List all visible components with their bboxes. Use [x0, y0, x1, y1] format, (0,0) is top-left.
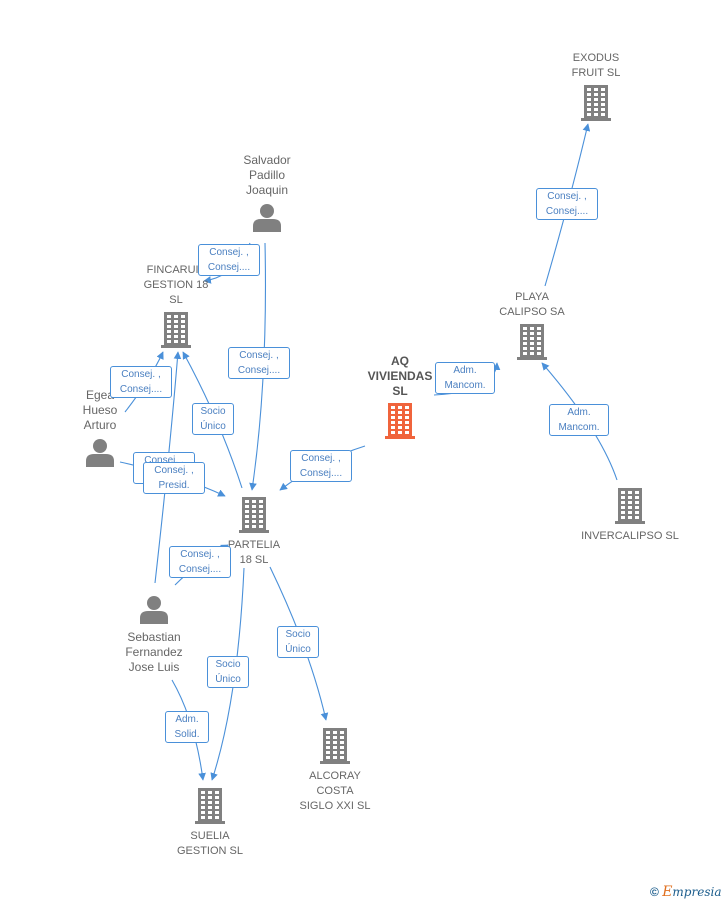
building-icon — [613, 488, 647, 524]
edge-label-invercalipso-to-playa[interactable]: Adm. Mancom. — [549, 404, 609, 436]
brand-name: mpresia — [672, 885, 722, 899]
node-label: EXODUS FRUIT SL — [571, 52, 621, 79]
edge-label-salvador-to-fincaruiz[interactable]: Consej. , Consej.... — [198, 244, 260, 276]
brand-logo: © Empresia — [650, 884, 721, 900]
node-partelia[interactable]: PARTELIA 18 SL — [184, 497, 324, 568]
copyright-symbol: © — [650, 885, 659, 899]
edge-label-sebastian-to-partelia[interactable]: Consej. , Consej.... — [169, 546, 231, 578]
building-icon — [579, 85, 613, 121]
building-icon — [159, 312, 193, 348]
node-salvador[interactable]: Salvador Padillo Joaquin — [197, 153, 337, 238]
node-label: Sebastian Fernandez Jose Luis — [125, 630, 183, 674]
node-suelia[interactable]: SUELIA GESTION SL — [140, 788, 280, 859]
edge-label-aq-to-partelia[interactable]: Consej. , Consej.... — [290, 450, 352, 482]
edge-label-egea-to-fincaruiz[interactable]: Consej. , Consej.... — [110, 366, 172, 398]
edge-label-sebastian-to-suelia[interactable]: Adm. Solid. — [165, 711, 209, 743]
building-icon — [515, 324, 549, 360]
building-icon — [318, 728, 352, 764]
edge-label-aq-to-playa[interactable]: Adm. Mancom. — [435, 362, 495, 394]
node-aq[interactable]: AQ VIVIENDAS SL — [330, 354, 470, 444]
node-sebastian[interactable]: Sebastian Fernandez Jose Luis — [84, 594, 224, 675]
person-icon — [83, 437, 117, 473]
building-icon — [383, 403, 417, 439]
node-label: INVERCALIPSO SL — [581, 530, 679, 542]
node-label: PARTELIA 18 SL — [227, 539, 281, 566]
edge-label-salvador-to-partelia[interactable]: Consej. , Consej.... — [228, 347, 290, 379]
node-label: AQ VIVIENDAS SL — [367, 354, 433, 398]
node-label: Egea Hueso Arturo — [82, 388, 118, 432]
edge-label-sebastian-to-fincaruiz[interactable]: Consej. , Presid. — [143, 462, 205, 494]
node-exodus[interactable]: EXODUS FRUIT SL — [526, 51, 666, 126]
node-label: FINCARUIZ GESTION 18 SL — [143, 264, 209, 306]
node-label: ALCORAY COSTA SIGLO XXI SL — [299, 770, 371, 812]
edge-label-playa-to-exodus[interactable]: Consej. , Consej.... — [536, 188, 598, 220]
node-playa[interactable]: PLAYA CALIPSO SA — [462, 290, 602, 365]
building-icon — [237, 497, 271, 533]
node-label: Salvador Padillo Joaquin — [243, 153, 291, 197]
brand-initial: E — [662, 884, 673, 900]
node-fincaruiz[interactable]: FINCARUIZ GESTION 18 SL — [106, 263, 246, 353]
edge-label-partelia-to-fincaruiz[interactable]: Socio Único — [192, 403, 234, 435]
node-invercalipso[interactable]: INVERCALIPSO SL — [560, 488, 700, 544]
person-icon — [137, 594, 171, 630]
node-egea[interactable]: Egea Hueso Arturo — [30, 388, 170, 473]
node-alcoray[interactable]: ALCORAY COSTA SIGLO XXI SL — [265, 728, 405, 814]
person-icon — [250, 202, 284, 238]
node-label: SUELIA GESTION SL — [176, 830, 244, 857]
edge-label-partelia-to-alcoray[interactable]: Socio Único — [277, 626, 319, 658]
node-label: PLAYA CALIPSO SA — [499, 291, 565, 318]
edge-label-partelia-to-suelia[interactable]: Socio Único — [207, 656, 249, 688]
building-icon — [193, 788, 227, 824]
